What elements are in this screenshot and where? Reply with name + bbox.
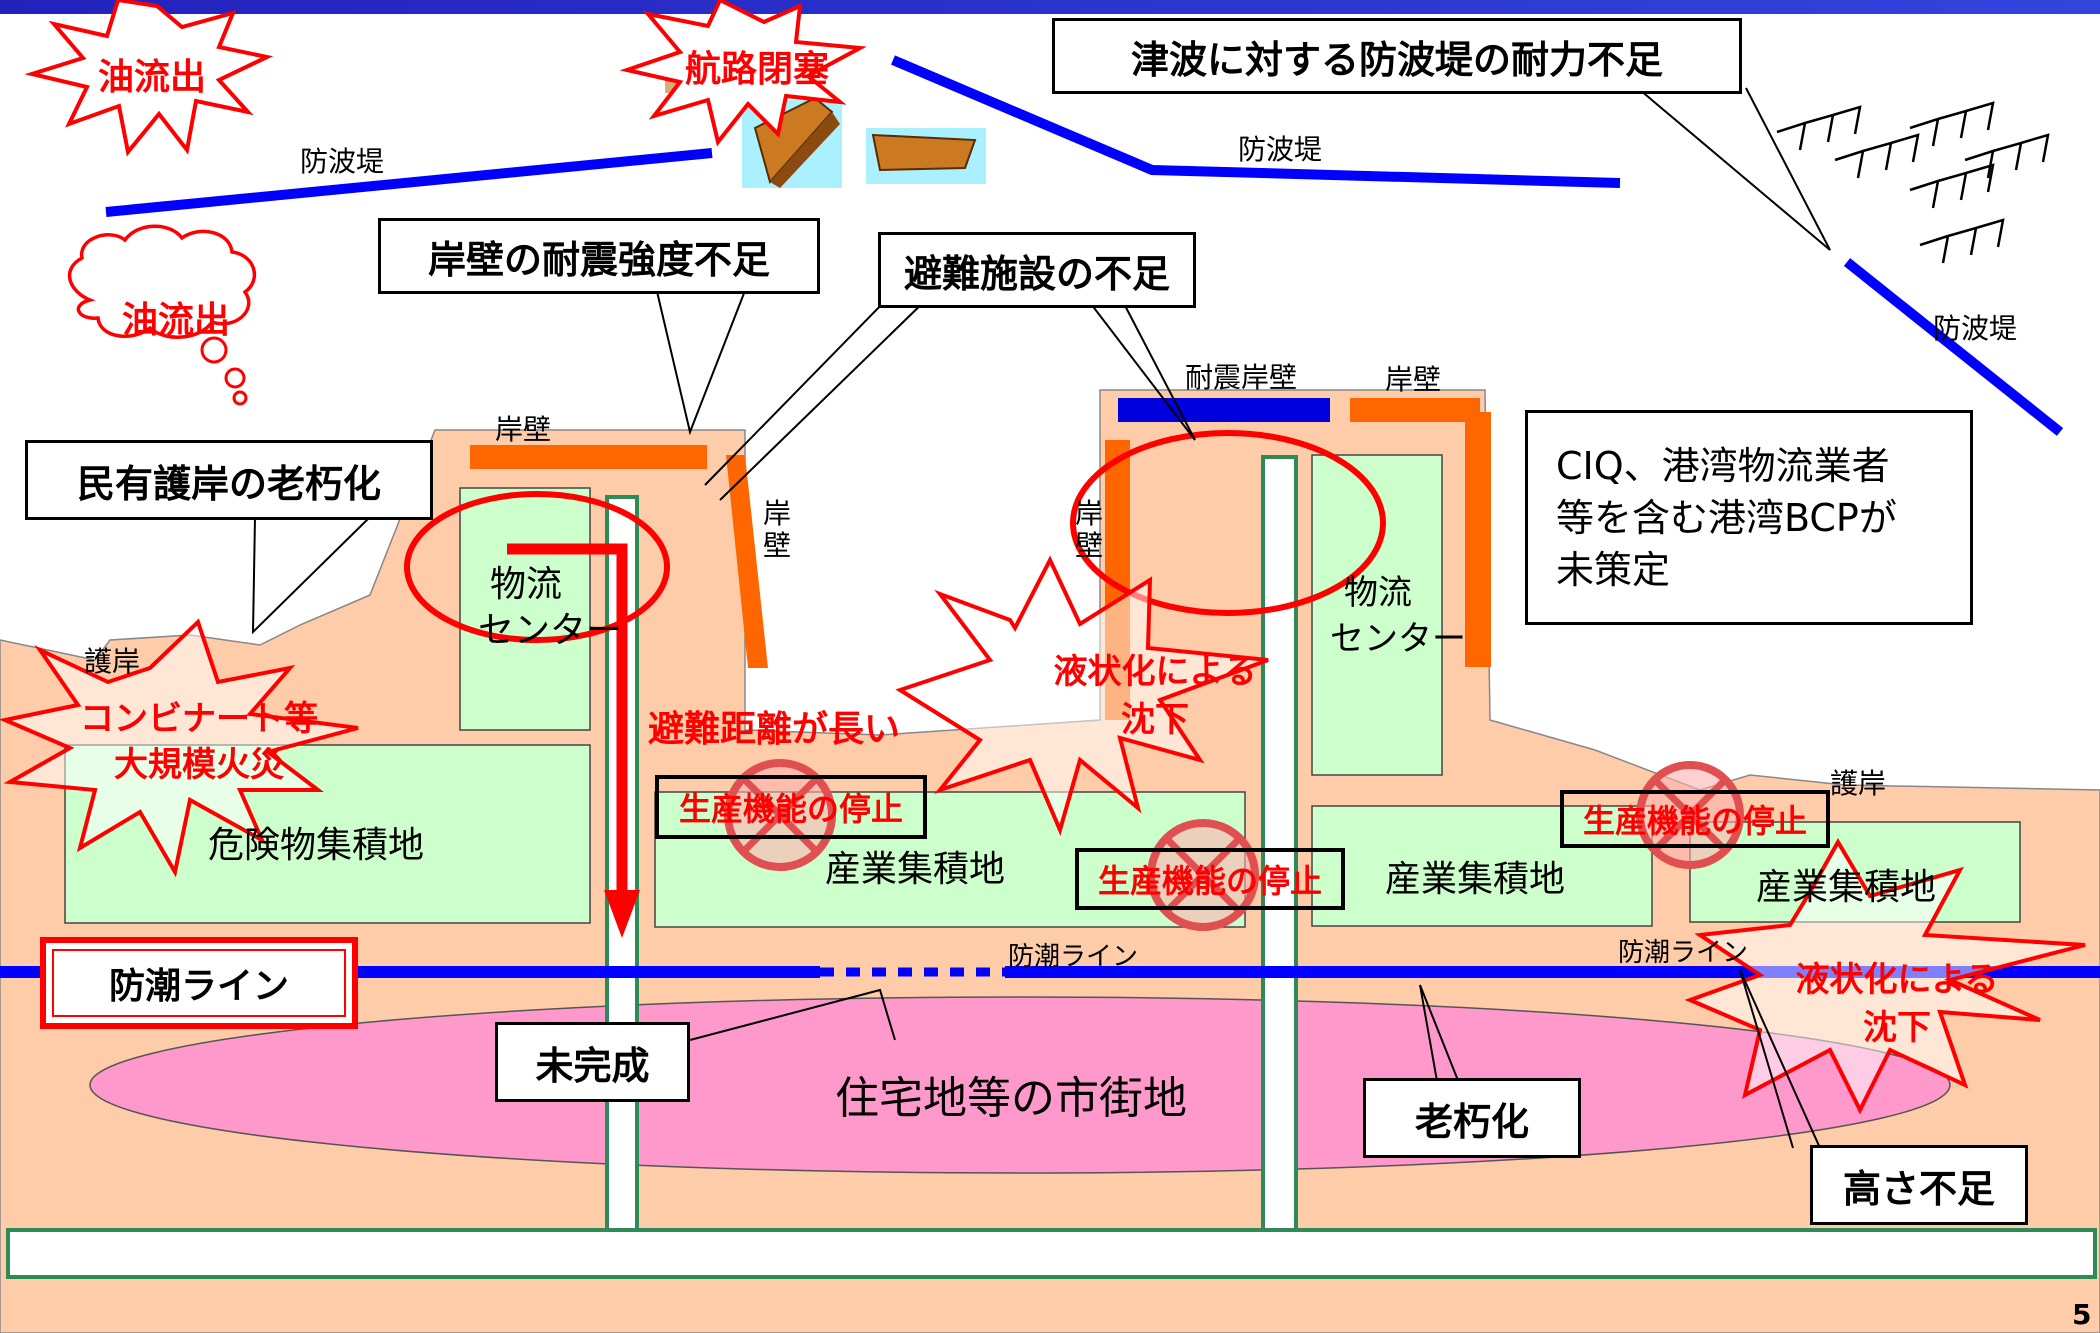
quake-resistant-quay [1118,398,1330,422]
callout-aging: 老朽化 [1363,1078,1581,1158]
callout-tide-line-box: 防潮ライン [40,937,358,1029]
kombinat-fire-burst [0,618,359,878]
oil-spill-cloud-tail-1 [200,336,228,364]
industrial-zone-2-label: 産業集積地 [1385,859,1566,900]
industrial-zone-3-label: 産業集積地 [1756,867,1937,908]
alert-prod-stop-2: 生産機能の停止 [1075,848,1345,910]
callout-evac-facility: 避難施設の不足 [878,232,1196,308]
breakwater-left-label: 防波堤 [300,145,385,178]
alert-prod-stop-1: 生産機能の停止 [655,775,927,839]
oil-spill-cloud [67,224,257,339]
channel-block-burst [619,0,867,147]
liquefaction-burst-1 [895,555,1269,836]
callout-bcp: CIQ、港湾物流業者 等を含む港湾BCPが 未策定 [1525,410,1973,625]
alert-kombinat-fire: コンビナート等 大規模火災 [80,699,318,785]
hazard-zone-label: 危険物集積地 [208,825,425,866]
tide-line-label-1: 防潮ライン [1008,942,1139,972]
logistics-right-zone [1311,454,1443,776]
page-number: 5 [2072,1298,2092,1331]
revetment-right-label: 護岸 [1830,767,1887,800]
quay-center-side-label: 岸 壁 [1075,497,1104,562]
title-bar [0,0,2100,14]
alert-evac-distance: 避難距離が長い [648,709,901,750]
breakwater-right-label: 防波堤 [1933,312,2018,345]
breakwater-left [105,148,713,217]
quay-right-top-label: 岸壁 [1385,363,1442,396]
evacuation-route-arrow [507,543,628,895]
liquefaction-burst-2 [1684,837,2086,1115]
evac-area-right [1070,430,1386,616]
callout-quay-seismic: 岸壁の耐震強度不足 [378,218,820,294]
quake-resistant-quay-label: 耐震岸壁 [1185,361,1298,394]
logistics-right-label: 物流 センター [1330,573,1466,659]
oil-spill-burst-1 [24,0,274,157]
road-horizontal [6,1228,2097,1279]
logistics-left-zone [459,487,591,731]
quay-left-top-label: 岸壁 [495,413,552,446]
alert-oil-spill-1: 油流出 [98,57,207,98]
callout-tsunami-breakwater: 津波に対する防波堤の耐力不足 [1052,18,1742,94]
breakwater-center [891,55,1621,188]
tide-line-label-2: 防潮ライン [1618,938,1749,968]
alert-channel-block: 航路閉塞 [685,49,830,90]
oil-spill-cloud-tail-3 [232,390,248,406]
alert-prod-stop-3: 生産機能の停止 [1560,790,1830,848]
quay-left-top [470,445,707,469]
oil-spill-cloud-tail-2 [224,367,246,389]
quay-left-side-label: 岸 壁 [763,497,792,562]
quay-left-side [726,455,768,668]
residential-label: 住宅地等の市街地 [835,1073,1187,1124]
road-vertical-right [1261,455,1298,1232]
breakwater-center-label: 防波堤 [1238,133,1323,166]
callout-incomplete: 未完成 [495,1022,690,1102]
evac-area-left [404,491,670,643]
alert-liquefaction-1: 液状化による 沈下 [1053,652,1257,740]
wave-marks [1776,101,2050,264]
callout-height-short: 高さ不足 [1810,1145,2028,1225]
industrial-zone-1-label: 産業集積地 [825,849,1006,890]
callout-pointers [251,87,1831,1149]
quay-right-side [1465,412,1491,667]
evacuation-arrow-head [604,890,640,938]
breakwater-right [1843,258,2064,436]
quay-right-top [1350,398,1480,422]
callout-private-revetment: 民有護岸の老朽化 [25,440,433,520]
industrial-zone-2 [1311,805,1653,927]
logistics-left-label: 物流 センター [478,564,623,651]
alert-oil-spill-2: 油流出 [122,300,231,341]
revetment-left-label: 護岸 [84,645,141,678]
alert-liquefaction-2: 液状化による 沈下 [1795,960,1999,1048]
sunken-ship-icon-2 [866,128,986,184]
